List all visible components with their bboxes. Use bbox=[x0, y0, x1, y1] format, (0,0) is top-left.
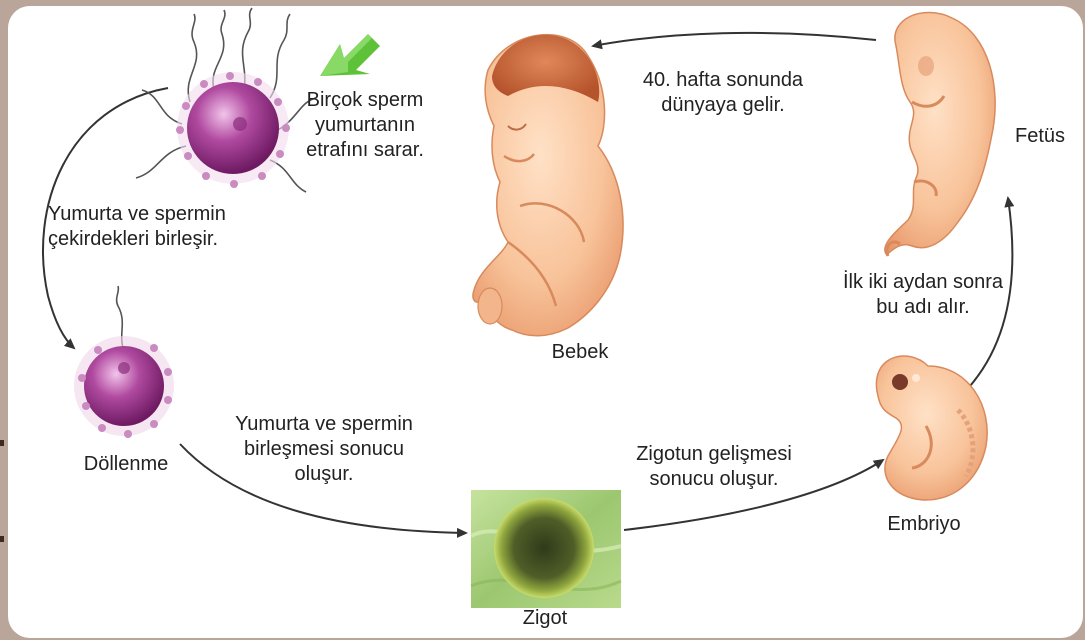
caption-line: 40. hafta sonunda bbox=[638, 68, 808, 93]
embryo-icon bbox=[876, 356, 987, 500]
caption-birth: 40. hafta sonunda dünyaya gelir. bbox=[638, 68, 808, 118]
caption-zygote-forms: Yumurta ve spermin birleşmesi sonucu olu… bbox=[224, 412, 424, 487]
caption-line: Zigotun gelişmesi bbox=[624, 442, 804, 467]
caption-nuclei-merge: Yumurta ve spermin çekirdekleri birleşir… bbox=[48, 202, 258, 252]
label-bebek: Bebek bbox=[535, 340, 625, 365]
caption-line: bu adı alır. bbox=[830, 295, 1016, 320]
arrow-fetus-to-baby bbox=[593, 33, 876, 46]
egg-with-sperm-icon bbox=[136, 8, 316, 192]
life-cycle-diagram bbox=[8, 6, 1083, 638]
caption-line: sonucu oluşur. bbox=[624, 467, 804, 492]
caption-fetus-name: İlk iki aydan sonra bu adı alır. bbox=[830, 270, 1016, 320]
caption-line: Yumurta ve spermin bbox=[224, 412, 424, 437]
caption-line: dünyaya gelir. bbox=[638, 93, 808, 118]
green-pointer-arrow-icon bbox=[320, 34, 380, 76]
caption-line: birleşmesi sonucu bbox=[224, 437, 424, 462]
baby-icon bbox=[473, 35, 623, 336]
zygote-icon bbox=[471, 490, 621, 608]
caption-line: Birçok sperm bbox=[290, 88, 440, 113]
label-fetus: Fetüs bbox=[1000, 124, 1080, 149]
caption-sperm-surround: Birçok sperm yumurtanın etrafını sarar. bbox=[290, 88, 440, 163]
diagram-frame: Bebek Fetüs Embriyo Zigot Döllenme Birço… bbox=[8, 6, 1083, 638]
caption-embryo-forms: Zigotun gelişmesi sonucu oluşur. bbox=[624, 442, 804, 492]
edge-mark bbox=[0, 440, 4, 446]
caption-line: çekirdekleri birleşir. bbox=[48, 227, 258, 252]
caption-line: Yumurta ve spermin bbox=[48, 202, 258, 227]
label-dollenme: Döllenme bbox=[70, 452, 182, 477]
label-zigot: Zigot bbox=[500, 606, 590, 631]
caption-line: etrafını sarar. bbox=[290, 138, 440, 163]
caption-line: yumurtanın bbox=[290, 113, 440, 138]
caption-line: oluşur. bbox=[224, 462, 424, 487]
fetus-icon bbox=[885, 13, 995, 256]
edge-mark bbox=[0, 536, 4, 542]
label-embriyo: Embriyo bbox=[870, 512, 978, 537]
caption-line: İlk iki aydan sonra bbox=[830, 270, 1016, 295]
fertilized-egg-icon bbox=[74, 286, 174, 438]
